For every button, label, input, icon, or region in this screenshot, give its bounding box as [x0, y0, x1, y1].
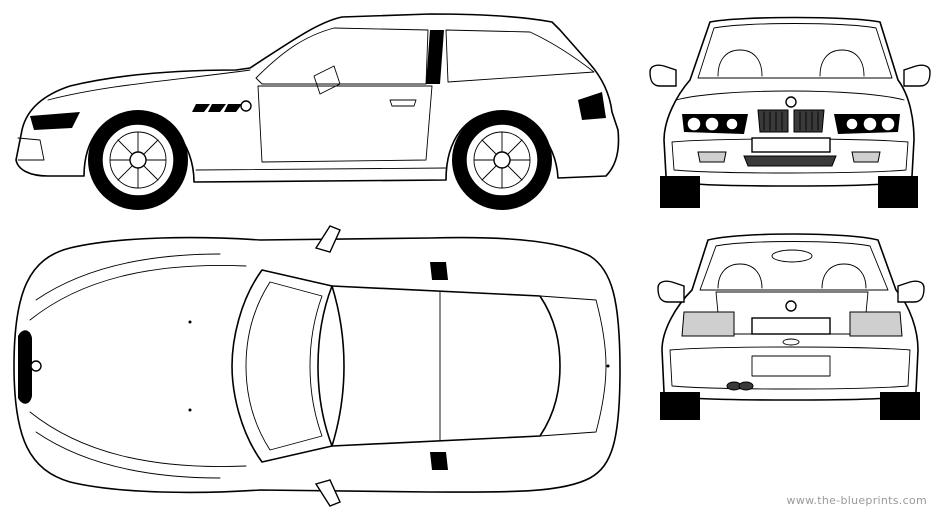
top-windscreen-inner [245, 281, 323, 451]
rear-tail-light-left [681, 311, 735, 337]
top-windscreen [231, 269, 333, 463]
front-tyre-right [878, 176, 918, 208]
top-hood-crease-upper [29, 265, 247, 321]
top-view [13, 225, 621, 507]
top-mirror-lower [314, 479, 341, 507]
front-headlight-left [682, 114, 748, 134]
front-plate [751, 137, 831, 153]
rear-seat-right [821, 263, 867, 289]
top-dot [606, 364, 610, 368]
front-badge [785, 96, 797, 108]
rear-mirror-left [657, 280, 685, 303]
side-hood-line [47, 69, 251, 101]
front-air-intake [743, 155, 837, 167]
rear-third-light [771, 249, 813, 263]
top-roof [331, 285, 561, 447]
rear-light-small [782, 338, 800, 346]
side-rear-wheel [452, 110, 552, 210]
front-tyre-left [660, 176, 700, 208]
top-b-pillar-upper [430, 262, 448, 280]
top-rear-hatch [539, 295, 607, 437]
rear-lower-plate-recess [751, 355, 831, 377]
rear-exhaust [726, 381, 754, 391]
side-b-pillar [426, 30, 444, 84]
front-seat-left [717, 49, 763, 77]
side-front-bumper [17, 137, 45, 161]
side-mirror [313, 65, 341, 95]
front-seat-right [819, 49, 865, 77]
top-dot [188, 408, 192, 412]
front-mirror-right [903, 64, 931, 87]
top-hood-centre [35, 253, 221, 479]
side-front-wheel [88, 110, 188, 210]
front-windscreen [697, 23, 893, 79]
side-door [257, 85, 433, 163]
front-headlight-right [834, 114, 900, 134]
top-mirror-upper [314, 225, 341, 253]
side-window-front [255, 27, 429, 85]
side-headlight [30, 112, 80, 130]
rear-tyre-left [660, 392, 700, 420]
rear-window [699, 241, 889, 291]
top-hood-badge [30, 360, 42, 372]
top-kidney-grille [18, 330, 32, 404]
rear-bumper [669, 346, 911, 390]
top-b-pillar-lower [430, 452, 448, 470]
rear-view [657, 233, 925, 420]
side-window-rear [445, 29, 595, 83]
side-door-handle [389, 99, 417, 107]
side-sill [195, 167, 447, 171]
front-bumper [671, 138, 909, 174]
rear-mirror-right [897, 280, 925, 303]
top-dot [188, 320, 192, 324]
front-kidney-grille [757, 109, 825, 133]
top-body-outline [13, 236, 621, 494]
side-view [15, 13, 620, 210]
watermark-text: www.the-blueprints.com [786, 494, 927, 507]
front-hood-line [675, 90, 905, 101]
side-fender-gills [192, 104, 242, 112]
side-tail-light [578, 92, 606, 120]
rear-tail-light-right [849, 311, 903, 337]
front-foglight-left [697, 151, 727, 163]
top-hood-crease-lower [29, 411, 247, 467]
front-view [649, 16, 931, 208]
rear-tyre-right [880, 392, 920, 420]
front-foglight-right [851, 151, 881, 163]
rear-plate [751, 317, 831, 335]
rear-badge [785, 300, 797, 312]
rear-seat-left [717, 263, 763, 289]
side-badge [240, 100, 252, 112]
front-mirror-left [649, 64, 677, 87]
